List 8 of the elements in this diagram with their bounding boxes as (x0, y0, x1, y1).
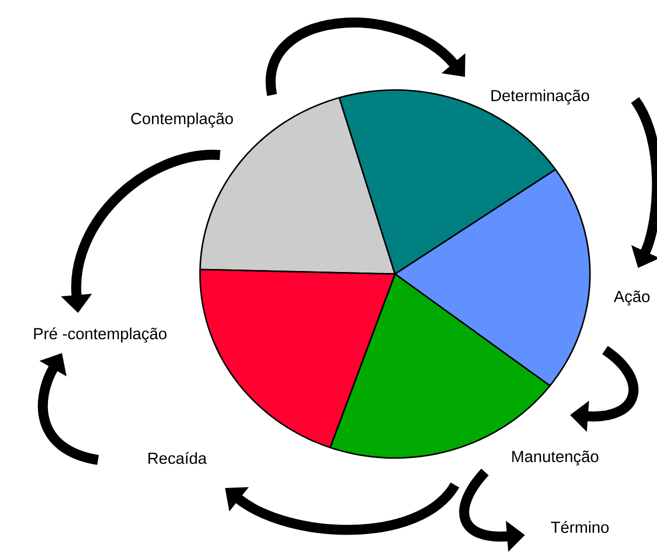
stage-label: Término (551, 521, 609, 533)
curved-arrow (266, 18, 466, 96)
stage-label: Ação (614, 290, 650, 306)
stage-label: Contemplação (131, 112, 233, 128)
stage-label: Manutenção (512, 450, 598, 466)
stage-label: Determinação (492, 90, 590, 104)
stage-label: Pré -contemplação (34, 327, 166, 343)
stage-label: Recaída (148, 452, 207, 464)
